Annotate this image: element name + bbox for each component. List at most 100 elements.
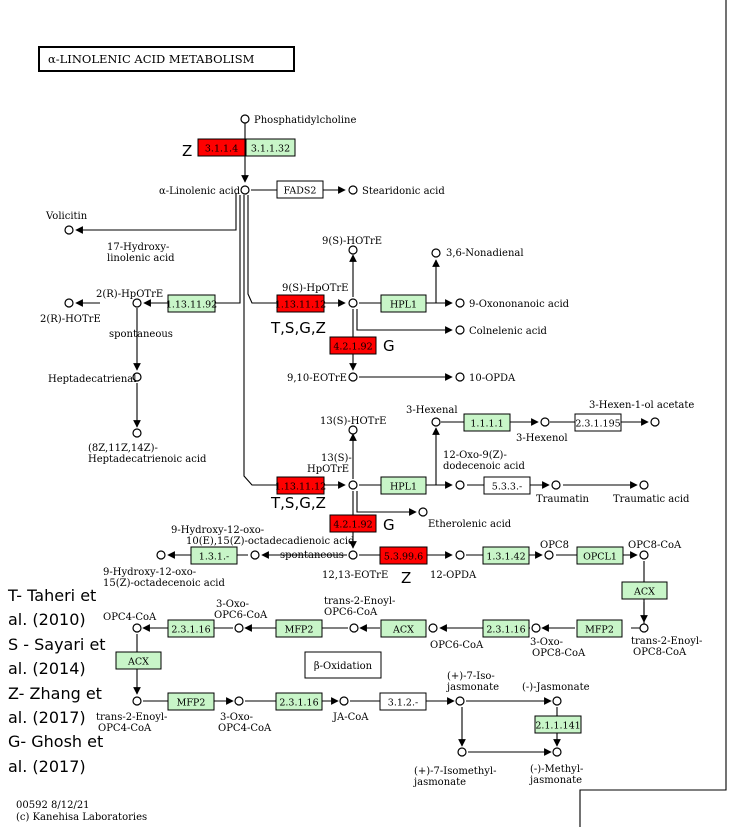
compound-nodes bbox=[64, 114, 660, 757]
label-opc8: OPC8 bbox=[540, 540, 569, 551]
enzyme-box-mfp2-c[interactable] bbox=[167, 692, 215, 711]
compound-alpha-linolenic-acid bbox=[240, 185, 250, 195]
enzyme-box-5-3-3[interactable] bbox=[483, 476, 531, 495]
label-trans-2-enoyl-opc4-1: trans-2-Enoyl- bbox=[96, 712, 167, 723]
enzyme-box-2-3-1-16-a[interactable] bbox=[482, 619, 530, 638]
enzyme-box-mfp2-b[interactable] bbox=[275, 619, 323, 638]
reference-line: al. (2017) bbox=[8, 757, 86, 776]
label-12-opda: 12-OPDA bbox=[430, 570, 477, 581]
enzyme-box-fads2[interactable] bbox=[276, 180, 324, 199]
beta-oxidation-box bbox=[304, 651, 382, 679]
label-volicitin: Volicitin bbox=[45, 211, 88, 222]
enzyme-box-2-3-1-16-c[interactable] bbox=[167, 619, 215, 638]
label-7-isomethyl-jasmonate-2: jasmonate bbox=[413, 777, 466, 788]
copyright: (c) Kanehisa Laboratories bbox=[16, 812, 147, 823]
enzyme-box-1-13-11-12-a[interactable] bbox=[276, 294, 325, 313]
compound-12-13-eotre bbox=[348, 550, 358, 560]
compound-traumatin bbox=[551, 480, 561, 490]
enzyme-box-2-1-1-141[interactable] bbox=[534, 715, 582, 734]
enzyme-box-1-1-1-1[interactable] bbox=[463, 413, 511, 432]
enzyme-box-4-2-1-92-a[interactable] bbox=[329, 336, 377, 355]
enzyme-box-2-3-1-195[interactable] bbox=[574, 413, 622, 432]
label-12-oxo-1: 12-Oxo-9(Z)- bbox=[443, 450, 507, 461]
enzyme-box-opcl1[interactable] bbox=[576, 546, 624, 565]
enzyme-label-2-3-1-195: 2.3.1.195 bbox=[575, 419, 620, 430]
label-methyl-jasmonate-2: jasmonate bbox=[529, 775, 582, 786]
label-3-oxo-opc4-2: OPC4-CoA bbox=[218, 723, 272, 734]
compound-2r-hpotre bbox=[132, 298, 142, 308]
label-colnelenic-acid: Colnelenic acid bbox=[469, 326, 548, 337]
compound-stearidonic-acid bbox=[348, 185, 358, 195]
compound-heptadecatrienoic-acid bbox=[132, 428, 142, 438]
label-heptadecatrienoic-2: Heptadecatrienoic acid bbox=[88, 454, 207, 465]
enzyme-box-2-3-1-16-b[interactable] bbox=[275, 692, 323, 711]
enzyme-label-1-13-11-92-a: 1.13.11.92 bbox=[166, 300, 217, 311]
label-2r-hpotre: 2(R)-HpOTrE bbox=[96, 289, 163, 300]
enzyme-label-1-13-11-12-a: 1.13.11.12 bbox=[275, 300, 326, 311]
compound-jasmonate bbox=[552, 696, 562, 706]
compound-2r-hotre bbox=[64, 298, 74, 308]
label-phosphatidylcholine: Phosphatidylcholine bbox=[254, 115, 356, 126]
label-trans-2-enoyl-opc8-1: trans-2-Enoyl- bbox=[631, 636, 702, 647]
enzyme-box-mfp2-a[interactable] bbox=[576, 619, 623, 638]
enzyme-label-4-2-1-92-b: 4.2.1.92 bbox=[333, 520, 372, 531]
enzyme-label-5-3-3: 5.3.3.- bbox=[492, 482, 522, 493]
label-opc8-coa: OPC8-CoA bbox=[628, 540, 682, 551]
reference-line: S - Sayari et bbox=[8, 635, 106, 654]
label-3-hexenol: 3-Hexenol bbox=[516, 433, 568, 444]
enzyme-box-acx-c[interactable] bbox=[115, 651, 162, 670]
enzyme-label-mfp2-a: MFP2 bbox=[585, 625, 614, 636]
enzyme-box-5-3-99-6[interactable] bbox=[379, 546, 428, 565]
enzyme-box-4-2-1-92-b[interactable] bbox=[329, 514, 377, 533]
enzyme-box-hpl1-b[interactable] bbox=[380, 476, 427, 495]
label-3-hexenal: 3-Hexenal bbox=[406, 405, 458, 416]
enzyme-label-1-3-1: 1.3.1.- bbox=[199, 552, 229, 563]
enzyme-box-acx-b[interactable] bbox=[380, 619, 427, 638]
annotation-tsgz-1: T,S,G,Z bbox=[270, 319, 326, 337]
label-2r-hotre: 2(R)-HOTrE bbox=[40, 314, 101, 325]
pathway-title: α-LINOLENIC ACID METABOLISM bbox=[48, 52, 255, 66]
enzyme-box-acx-a[interactable] bbox=[621, 581, 668, 600]
reference-line: G- Ghosh et bbox=[8, 732, 103, 751]
enzyme-label-5-3-99-6: 5.3.99.6 bbox=[384, 552, 423, 563]
enzyme-box-1-3-1-42[interactable] bbox=[482, 546, 530, 565]
enzyme-label-mfp2-c: MFP2 bbox=[177, 698, 206, 709]
compound-methyl-jasmonate bbox=[552, 747, 562, 757]
label-9-hydroxy-b-1: 9-Hydroxy-12-oxo- bbox=[103, 567, 196, 578]
enzyme-box-hpl1-a[interactable] bbox=[380, 294, 427, 313]
enzyme-box-1-3-1[interactable] bbox=[190, 546, 238, 565]
enzyme-label-hpl1-b: HPL1 bbox=[390, 482, 417, 493]
compound-phosphatidylcholine bbox=[240, 114, 250, 124]
enzyme-box-3-1-1-32[interactable] bbox=[245, 138, 296, 157]
enzyme-label-2-1-1-141: 2.1.1.141 bbox=[535, 721, 580, 732]
label-opc4-coa: OPC4-CoA bbox=[103, 612, 157, 623]
title-box bbox=[38, 46, 295, 72]
enzyme-label-3-1-1-32: 3.1.1.32 bbox=[251, 144, 290, 155]
compound-9-10-eotre bbox=[348, 372, 358, 382]
label-3-hexen-1-ol-acetate: 3-Hexen-1-ol acetate bbox=[589, 400, 694, 411]
enzyme-label-2-3-1-16-c: 2.3.1.16 bbox=[171, 625, 210, 636]
enzyme-label-acx-b: ACX bbox=[392, 625, 414, 636]
label-spontaneous-1: spontaneous bbox=[109, 329, 173, 340]
enzyme-box-1-13-11-12-b[interactable] bbox=[276, 476, 325, 495]
enzyme-label-1-1-1-1: 1.1.1.1 bbox=[470, 419, 503, 430]
annotation-g-2: G bbox=[383, 516, 395, 534]
study-annotations: Z T,S,G,Z G T,S,G,Z G Z bbox=[182, 142, 411, 587]
label-spontaneous-2: spontaneous bbox=[280, 550, 344, 561]
label-7-isomethyl-jasmonate-1: (+)-7-Isomethyl- bbox=[414, 766, 497, 777]
label-heptadecatrienoic-1: (8Z,11Z,14Z)- bbox=[88, 443, 158, 454]
enzyme-box-3-1-2[interactable] bbox=[379, 692, 427, 711]
compound-trans-2-enoyl-opc8-coa bbox=[639, 623, 649, 633]
label-9-hydroxy-b-2: 15(Z)-octadecenoic acid bbox=[103, 578, 225, 589]
enzyme-box-3-1-1-4[interactable] bbox=[197, 138, 246, 157]
compound-3-6-nonadienal bbox=[431, 248, 441, 258]
label-jasmonate: (-)-Jasmonate bbox=[522, 682, 590, 693]
compound-9-hydroxy-12-oxo-octadecenoic-acid bbox=[156, 550, 166, 560]
enzyme-label-mfp2-b: MFP2 bbox=[285, 625, 314, 636]
enzyme-box-1-13-11-92-a[interactable] bbox=[167, 294, 216, 313]
compound-9s-hotre bbox=[348, 245, 358, 255]
label-ja-coa: JA-CoA bbox=[332, 712, 369, 723]
label-13s-hotre: 13(S)-HOTrE bbox=[320, 416, 386, 427]
reference-line: al. (2017) bbox=[8, 708, 86, 727]
